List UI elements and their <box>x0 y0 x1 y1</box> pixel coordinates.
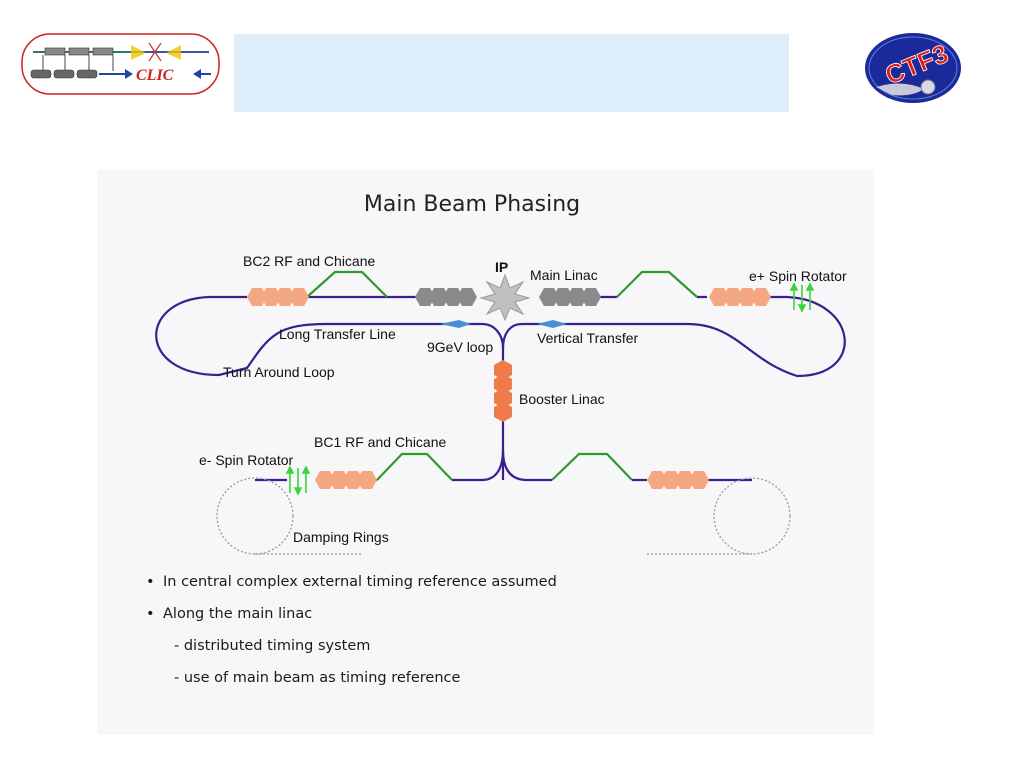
label-main-linac: Main Linac <box>530 267 598 283</box>
left-return-arc <box>155 295 505 377</box>
bc2-rf-cavity <box>247 288 309 306</box>
booster-linac <box>494 360 512 422</box>
label-turn-around: Turn Around Loop <box>223 364 335 380</box>
main-linac-left <box>415 288 477 306</box>
label-ip: IP <box>495 259 508 275</box>
vertical-transfer-arrow <box>537 320 567 328</box>
positron-chicane <box>551 452 633 481</box>
label-e-minus-spin: e- Spin Rotator <box>199 452 293 468</box>
bullet-text: In central complex external timing refer… <box>163 574 557 590</box>
label-booster: Booster Linac <box>519 391 605 407</box>
slide-content <box>97 170 874 735</box>
positron-rf-cavity <box>647 471 709 489</box>
sub-bullet-item: - distributed timing system <box>174 638 371 654</box>
label-bc2: BC2 RF and Chicane <box>243 253 376 269</box>
label-bc1: BC1 RF and Chicane <box>314 434 447 450</box>
bc1-chicane <box>376 452 453 481</box>
clic-logo-text: CLIC <box>136 67 174 84</box>
chicanes <box>306 270 698 481</box>
bullet-item: • In central complex external timing refe… <box>146 574 557 590</box>
bc2-chicane <box>306 270 388 298</box>
label-long-transfer: Long Transfer Line <box>279 326 396 342</box>
label-9gev-loop: 9GeV loop <box>427 339 493 355</box>
bullet-text: Along the main linac <box>163 606 313 622</box>
ip-starburst <box>479 273 531 322</box>
bullet-dot: • <box>146 606 155 622</box>
main-linac-chicane <box>616 270 698 298</box>
clic-layout-diagram: BC2 RF and Chicane IP Main Linac e+ Spin… <box>155 253 847 555</box>
bc1-rf-cavity <box>315 471 377 489</box>
label-damping-rings: Damping Rings <box>293 529 389 545</box>
positron-beamline <box>501 449 752 482</box>
label-vertical-transfer: Vertical Transfer <box>537 330 638 346</box>
electron-spin-rotator-arrows <box>285 465 311 496</box>
sub-bullet-item: - use of main beam as timing reference <box>174 670 461 686</box>
main-linac-right <box>539 288 601 306</box>
positron-damping-ring <box>713 477 791 555</box>
right-return-arc <box>501 295 846 378</box>
positron-spin-rf-cavity <box>709 288 771 306</box>
header-banner <box>234 34 789 112</box>
label-e-plus-spin: e+ Spin Rotator <box>749 268 847 284</box>
bullet-dot: • <box>146 574 155 590</box>
positron-spin-rotator-arrows <box>789 282 815 313</box>
slide-title: Main Beam Phasing <box>363 192 581 217</box>
long-transfer-arrow <box>440 320 471 328</box>
clic-logo: CLIC <box>21 33 220 95</box>
electron-damping-ring <box>216 477 294 555</box>
bullet-item: • Along the main linac <box>146 606 312 622</box>
damping-rings <box>216 477 791 555</box>
ctf3-logo: CTF3 <box>865 33 961 103</box>
